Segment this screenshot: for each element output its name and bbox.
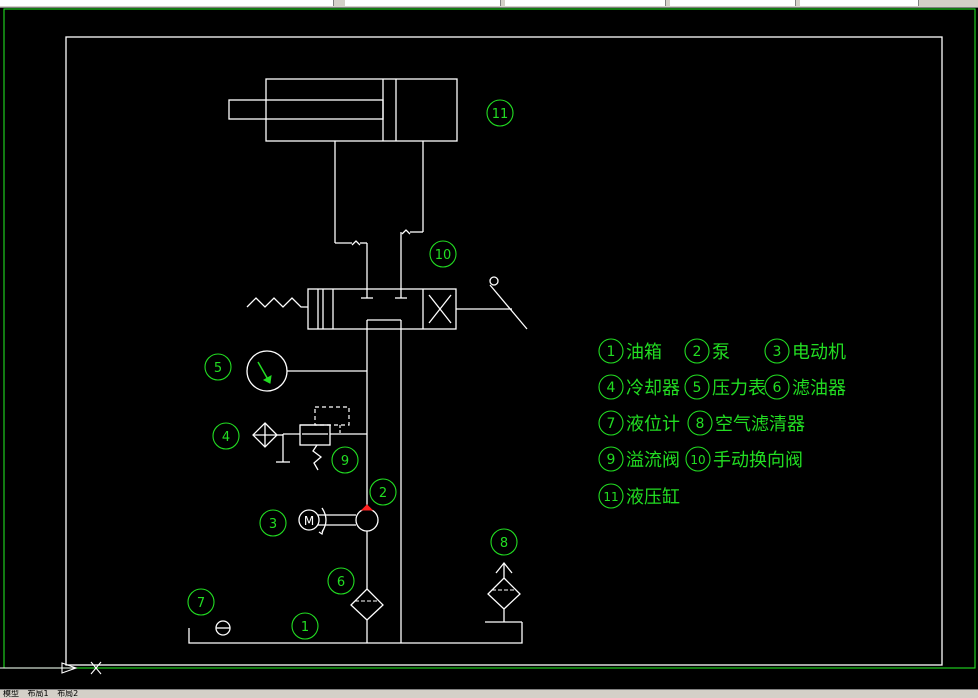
electric-motor: M: [298, 507, 327, 536]
legend-number: 5: [693, 380, 702, 396]
legend-item: 6 滤油器: [764, 374, 846, 400]
legend-number-circle: [598, 410, 624, 436]
legend-label: 油箱: [626, 342, 662, 363]
svg-text:10: 10: [435, 248, 452, 263]
hydraulic-cylinder: [228, 78, 458, 243]
callout-8: 8: [490, 528, 518, 556]
legend-number: 11: [603, 490, 618, 504]
legend-number: 9: [607, 452, 616, 468]
legend-number-circle: [598, 374, 624, 400]
callout-7: 7: [187, 588, 215, 616]
callout-9: 9: [331, 446, 359, 474]
legend-item: 4 冷却器: [598, 374, 680, 400]
toolbar-field[interactable]: [800, 0, 919, 6]
legend-item: 8 空气滤清器: [687, 410, 805, 436]
legend-number-circle: [598, 483, 624, 509]
svg-text:2: 2: [379, 486, 387, 501]
legend-label: 压力表: [712, 378, 766, 399]
level-gauge: [215, 620, 231, 636]
pressure-gauge: [246, 350, 288, 392]
callout-3: 3: [259, 509, 287, 537]
legend-label: 滤油器: [792, 378, 846, 399]
legend-number: 6: [773, 380, 782, 396]
relief-valve: [283, 406, 350, 471]
svg-text:3: 3: [269, 517, 277, 532]
svg-text:4: 4: [222, 430, 230, 445]
legend-number: 2: [693, 344, 702, 360]
callout-2: 2: [369, 478, 397, 506]
legend-number: 10: [690, 453, 705, 467]
legend-label: 液位计: [626, 414, 680, 435]
pipelines: [287, 329, 402, 643]
legend-item: 11 液压缸: [598, 483, 680, 509]
callout-4: 4: [212, 422, 240, 450]
legend-item: 7 液位计: [598, 410, 680, 436]
legend-number: 4: [607, 380, 616, 396]
legend-number-circle: [764, 374, 790, 400]
callout-10: 10: [429, 240, 457, 268]
legend-number-circle: [687, 410, 713, 436]
toolbar-field[interactable]: [670, 0, 796, 6]
legend-item: 5 压力表: [684, 374, 766, 400]
tab-layout2[interactable]: 布局2: [57, 689, 79, 698]
legend-label: 泵: [712, 342, 730, 363]
legend-label: 溢流阀: [626, 450, 680, 471]
svg-text:5: 5: [214, 361, 222, 376]
legend-number-circle: [684, 338, 710, 364]
legend-label: 液压缸: [626, 486, 680, 508]
legend-label: 手动换向阀: [713, 450, 803, 471]
legend-label: 空气滤清器: [715, 414, 805, 435]
legend-number-circle: [685, 446, 711, 472]
svg-text:11: 11: [492, 107, 509, 122]
manual-directional-valve: [246, 276, 528, 330]
callout-1: 1: [291, 612, 319, 640]
svg-text:9: 9: [341, 454, 349, 469]
legend-number-circle: [764, 338, 790, 364]
toolbar-field[interactable]: [0, 0, 334, 6]
callout-5: 5: [204, 353, 232, 381]
callout-6: 6: [327, 567, 355, 595]
cooler: [252, 422, 290, 463]
pump: [318, 504, 379, 532]
legend-item: 10 手动换向阀: [685, 446, 803, 472]
legend-number: 3: [773, 344, 782, 360]
legend-number-circle: [598, 338, 624, 364]
svg-text:8: 8: [500, 536, 508, 551]
legend-number-circle: [684, 374, 710, 400]
svg-text:1: 1: [301, 620, 309, 635]
legend-label: 电动机: [792, 342, 846, 363]
legend-number: 1: [607, 344, 616, 360]
toolbar-field[interactable]: [505, 0, 666, 6]
oil-filter: [350, 588, 384, 621]
tab-layout1[interactable]: 布局1: [27, 689, 49, 698]
legend-number: 7: [607, 416, 616, 432]
legend-number: 8: [696, 416, 705, 432]
legend-item: 9 溢流阀: [598, 446, 680, 472]
drawing-frame: [65, 36, 943, 666]
cylinder-lines: [335, 229, 423, 289]
toolbar-strip: [0, 0, 978, 8]
svg-text:7: 7: [197, 596, 205, 611]
air-breather: [485, 561, 522, 623]
oil-tank: [188, 622, 523, 644]
ucs-icon: [0, 661, 102, 675]
legend-item: 1 油箱: [598, 338, 662, 364]
svg-text:6: 6: [337, 575, 345, 590]
motor-label: M: [304, 514, 314, 528]
layout-tabs: 模型 布局1 布局2: [0, 689, 978, 698]
viewport-border: [3, 8, 976, 669]
legend-label: 冷却器: [626, 378, 680, 399]
tab-model[interactable]: 模型: [3, 689, 19, 698]
legend-item: 3 电动机: [764, 338, 846, 364]
callout-11: 11: [486, 99, 514, 127]
legend-number-circle: [598, 446, 624, 472]
toolbar-field[interactable]: [345, 0, 501, 6]
